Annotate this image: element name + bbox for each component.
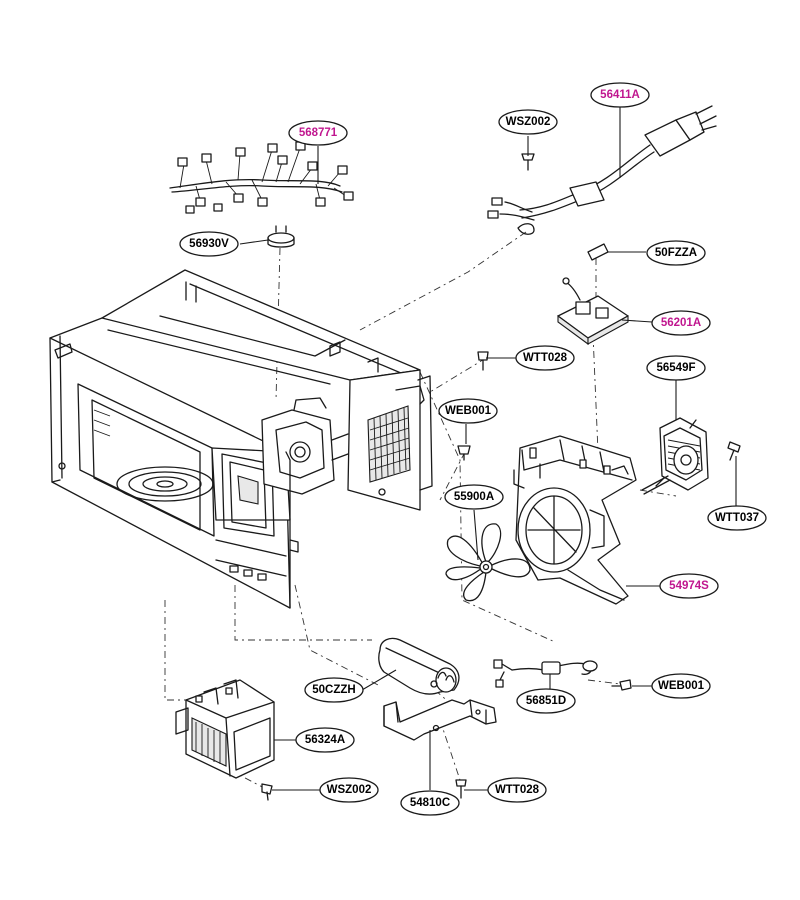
label-56549f[interactable]: 56549F — [646, 355, 706, 381]
label-wsz002-top-text: WSZ002 — [506, 116, 551, 128]
label-wtt037[interactable]: WTT037 — [707, 505, 767, 531]
assembly-guide-lines — [164, 231, 677, 791]
oven-cavity — [49, 269, 433, 609]
label-56201a-text: 56201A — [661, 317, 701, 329]
label-wsz002-low-text: WSZ002 — [327, 784, 372, 796]
air-duct — [513, 435, 637, 605]
hv-capacitor — [378, 637, 460, 695]
label-56324a-text: 56324A — [305, 734, 345, 746]
label-54974s-text: 54974S — [669, 580, 709, 592]
label-50fzza-text: 50FZZA — [655, 247, 697, 259]
label-55900a[interactable]: 55900A — [444, 484, 504, 510]
screw-wtt037-part — [727, 441, 741, 461]
label-568771[interactable]: 568771 — [288, 120, 348, 146]
label-56324a[interactable]: 56324A — [295, 727, 355, 753]
screw-web001-mid-part — [457, 445, 471, 461]
noise-filter-board — [557, 277, 629, 346]
label-wtt028-top[interactable]: WTT028 — [515, 345, 575, 371]
screw-wtt028-top-part — [477, 351, 489, 371]
label-568771-text: 568771 — [299, 127, 338, 139]
label-56411a-text: 56411A — [600, 89, 640, 101]
label-wtt028-low[interactable]: WTT028 — [487, 777, 547, 803]
fan-motor — [641, 417, 709, 495]
label-web001-mid-text: WEB001 — [445, 405, 492, 417]
switch-wire — [493, 659, 598, 688]
power-cord — [487, 105, 717, 235]
label-56411a[interactable]: 56411A — [590, 82, 650, 108]
label-wsz002-top[interactable]: WSZ002 — [498, 109, 558, 135]
label-56201a[interactable]: 56201A — [651, 310, 711, 336]
label-54810c-text: 54810C — [410, 797, 450, 809]
label-56930v-text: 56930V — [189, 238, 229, 250]
label-wsz002-low[interactable]: WSZ002 — [319, 777, 379, 803]
label-wtt028-low-text: WTT028 — [495, 784, 540, 796]
label-50czzh-text: 50CZZH — [312, 684, 355, 696]
capacitor-bracket — [383, 699, 497, 741]
screw-wsz002-top-part — [521, 153, 535, 171]
label-56930v[interactable]: 56930V — [179, 231, 239, 257]
label-web001-low-text: WEB001 — [658, 680, 705, 692]
label-wtt028-top-text: WTT028 — [523, 352, 568, 364]
fuse — [587, 243, 609, 261]
thermal-cutout — [267, 225, 295, 248]
label-wtt037-text: WTT037 — [715, 512, 759, 524]
label-54810c[interactable]: 54810C — [400, 790, 460, 816]
label-56851d[interactable]: 56851D — [516, 688, 576, 714]
screw-wsz002-low-part — [261, 783, 273, 801]
screw-wtt028-low-part — [455, 779, 467, 799]
part-labels: 568771 WSZ002 56411A 56930V 50FZZA 56201… — [179, 82, 767, 816]
fan-blade — [445, 523, 531, 602]
magnetron — [175, 679, 275, 779]
leader-lines — [239, 104, 737, 791]
label-50fzza[interactable]: 50FZZA — [646, 240, 706, 266]
label-56549f-text: 56549F — [656, 362, 695, 374]
label-web001-low[interactable]: WEB001 — [651, 673, 711, 699]
label-54974s[interactable]: 54974S — [659, 573, 719, 599]
label-55900a-text: 55900A — [454, 491, 494, 503]
label-56851d-text: 56851D — [526, 695, 566, 707]
label-web001-mid[interactable]: WEB001 — [438, 398, 498, 424]
label-50czzh[interactable]: 50CZZH — [304, 677, 364, 703]
wire-harness — [169, 141, 354, 214]
screw-web001-low-part — [611, 679, 632, 691]
